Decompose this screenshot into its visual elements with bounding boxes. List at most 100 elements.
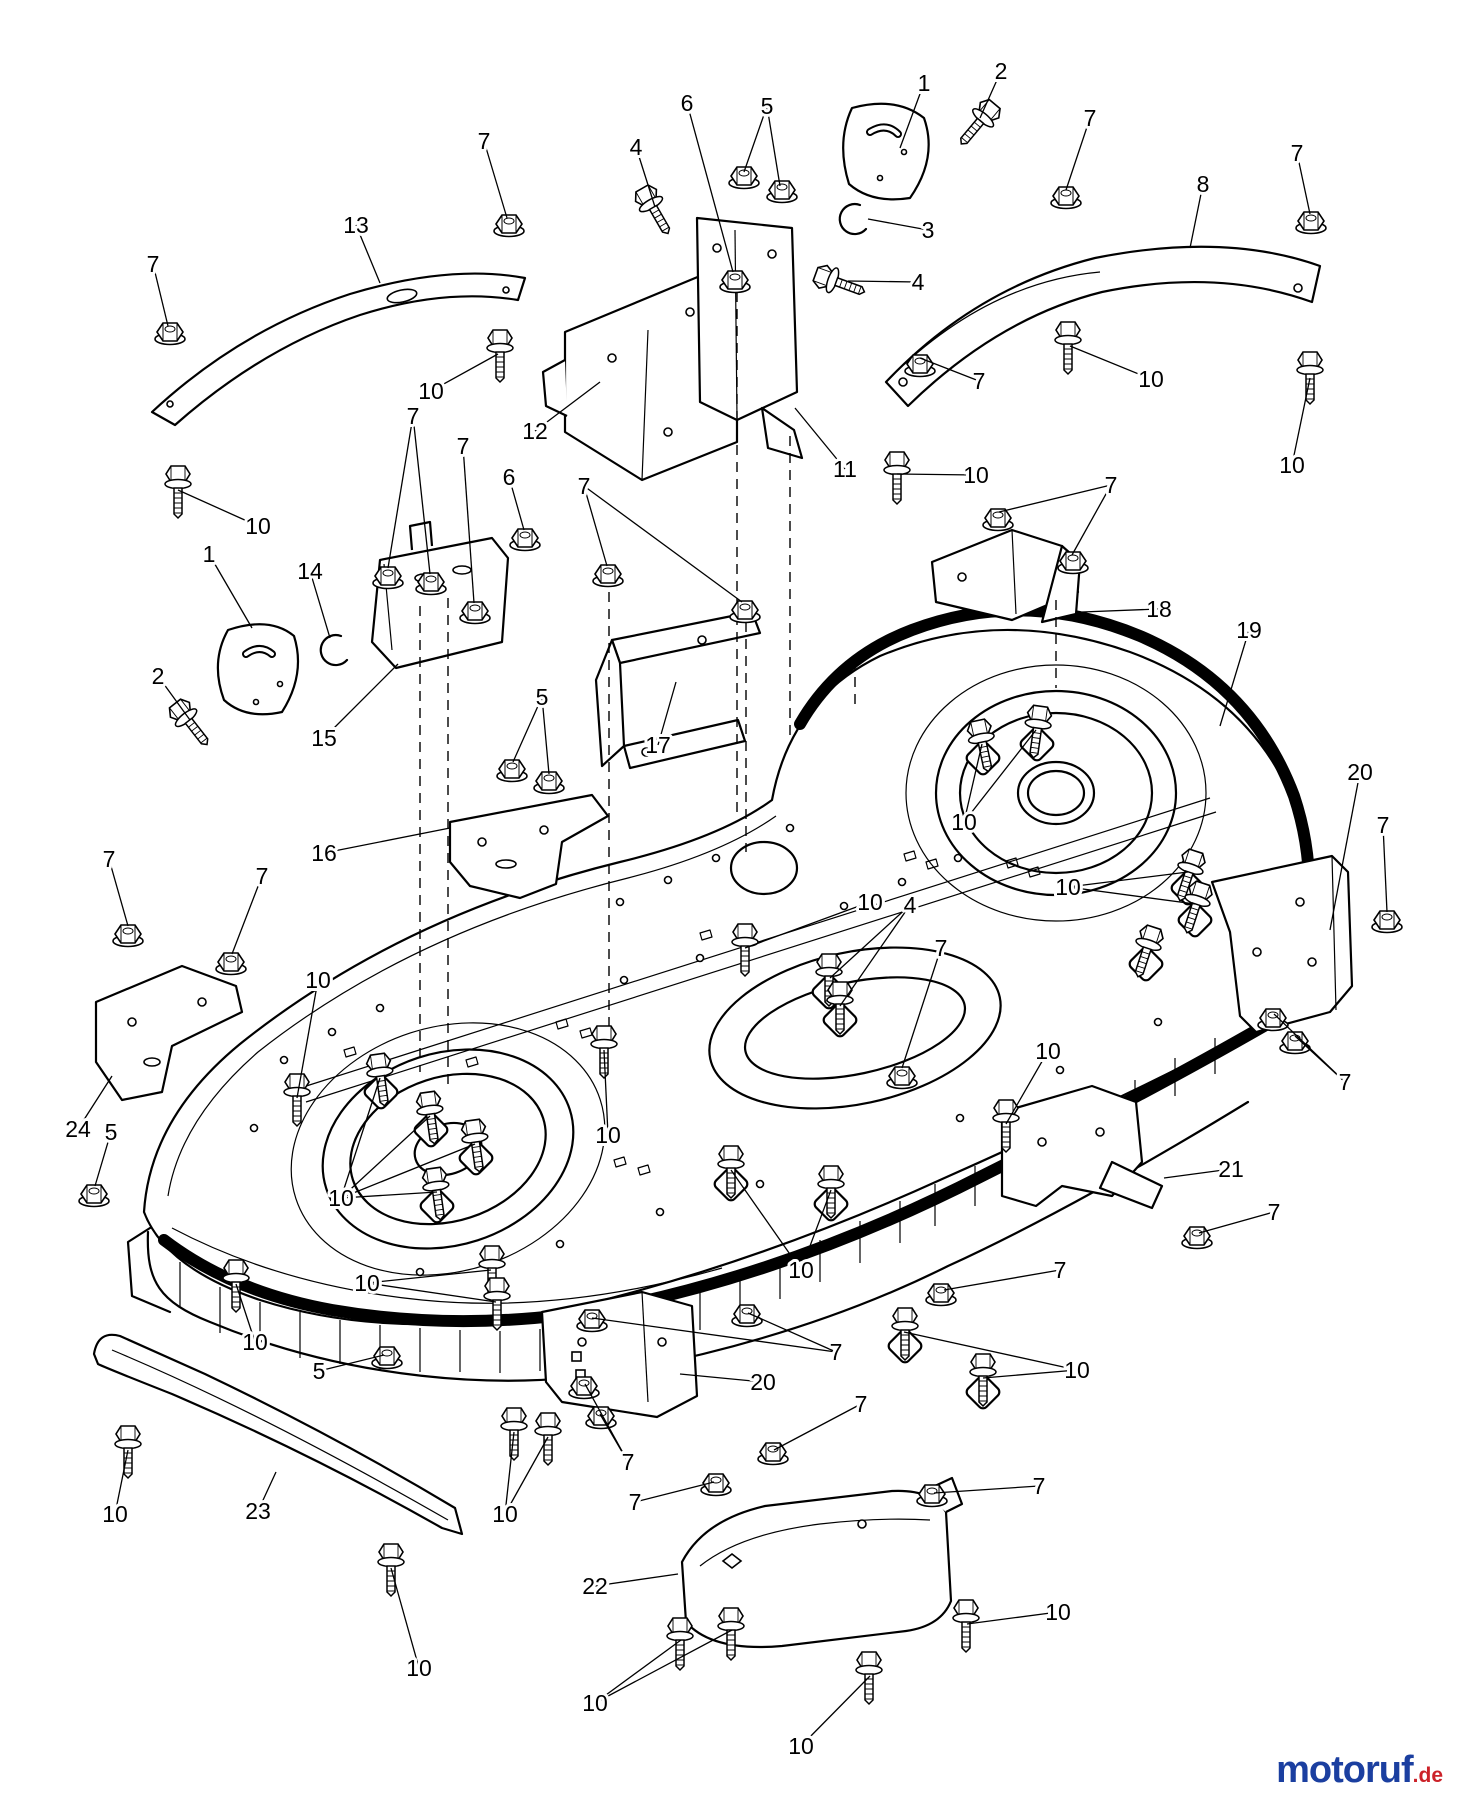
callout-number: 7 [1105, 472, 1118, 498]
motoruf-logo[interactable]: motoruf.de [1276, 1749, 1443, 1792]
leader-line [744, 901, 871, 949]
plate-11 [695, 216, 804, 460]
callout-number: 2 [995, 58, 1008, 84]
leader-line [634, 1481, 715, 1503]
nut-icon [496, 759, 528, 783]
leader-line [340, 1143, 476, 1199]
bracket-18 [930, 528, 1082, 624]
bolt-icon [1054, 321, 1082, 375]
bolt-icon [950, 94, 1006, 154]
leader-line [512, 696, 543, 763]
retainer-ring-3 [838, 202, 868, 236]
callout-number: 10 [354, 1270, 380, 1296]
leader-line [847, 280, 919, 283]
leader-line [743, 105, 768, 173]
leader-line [257, 1471, 277, 1512]
leader-line [94, 1131, 112, 1187]
nut-icon [215, 952, 247, 976]
nut-icon [371, 1346, 403, 1370]
nut-icon [112, 924, 144, 948]
leader-line [963, 729, 1037, 823]
leader-line [366, 1282, 497, 1303]
leader-line [296, 979, 319, 1099]
callout-number: 10 [1138, 366, 1164, 392]
bolt-icon [629, 181, 681, 241]
callout-number: 8 [1197, 171, 1210, 197]
callout-number: 10 [857, 889, 883, 915]
callout-number: 10 [1045, 1599, 1071, 1625]
leader-line [657, 681, 677, 746]
callout-number: 7 [457, 433, 470, 459]
nut-icon [1371, 910, 1403, 934]
leader-line [430, 353, 499, 392]
rail-23 [92, 1333, 464, 1536]
callout-number: 4 [630, 134, 643, 160]
callout-number: 16 [311, 840, 337, 866]
baffle-8 [884, 245, 1322, 408]
callout-number: 10 [305, 967, 331, 993]
bolt-icon [855, 1651, 883, 1705]
leader-line [231, 875, 263, 955]
leader-line [309, 570, 331, 639]
leader-line [1291, 377, 1311, 466]
nut-icon [533, 771, 565, 795]
bolt-icon [810, 261, 870, 305]
leader-line [108, 858, 129, 927]
nut-icon [1279, 1031, 1311, 1055]
callout-number: 7 [830, 1339, 843, 1365]
bolt-icon [883, 451, 911, 505]
callout-number: 7 [855, 1391, 868, 1417]
callout-number: 24 [65, 1116, 91, 1142]
callout-number: 7 [103, 846, 116, 872]
callout-number: 7 [1033, 1473, 1046, 1499]
logo-name: motoruf [1276, 1749, 1414, 1791]
leader-line [794, 407, 846, 470]
callout-number: 7 [256, 863, 269, 889]
leader-line [943, 1269, 1061, 1291]
plate-1-top [842, 102, 930, 201]
callout-number: 7 [1377, 812, 1390, 838]
leader-line [1081, 608, 1160, 613]
callout-number: 7 [578, 473, 591, 499]
leader-line [1198, 1211, 1275, 1234]
callout-number: 7 [1084, 105, 1097, 131]
leader-line [839, 904, 911, 1007]
leaders-layer [77, 70, 1388, 1747]
leader-line [1069, 345, 1152, 380]
leader-line [323, 663, 399, 739]
leader-line [800, 1189, 832, 1271]
leader-line [583, 485, 743, 603]
leader-line [504, 1431, 515, 1515]
leader-line [340, 1191, 438, 1199]
callout-number: 6 [503, 464, 516, 490]
nut-icon [154, 322, 186, 346]
leader-line [177, 489, 259, 527]
callout-number: 11 [833, 456, 857, 482]
leader-line [1296, 152, 1311, 215]
callout-number: 10 [788, 1257, 814, 1283]
leader-line [1189, 183, 1204, 249]
leader-line [1329, 771, 1361, 931]
leader-line [594, 1573, 679, 1587]
nut-icon [78, 1184, 110, 1208]
callout-number: 10 [1064, 1357, 1090, 1383]
leader-line [208, 553, 253, 629]
leader-line [635, 146, 656, 208]
leader-line [1065, 117, 1091, 191]
leader-line [747, 1312, 837, 1353]
callout-number: 10 [102, 1501, 128, 1527]
leader-line [340, 1077, 381, 1199]
callout-number: 7 [1054, 1257, 1067, 1283]
leader-line [979, 70, 1002, 119]
leader-line [157, 675, 191, 721]
leader-line [390, 1567, 420, 1669]
callout-number: 10 [788, 1733, 814, 1759]
callout-number: 10 [328, 1185, 354, 1211]
leader-line [982, 1369, 1078, 1379]
callout-number: 22 [582, 1573, 608, 1599]
callout-number: 7 [629, 1489, 642, 1515]
leader-line [998, 484, 1112, 513]
callout-number: 20 [750, 1369, 776, 1395]
nut-icon [493, 214, 525, 238]
